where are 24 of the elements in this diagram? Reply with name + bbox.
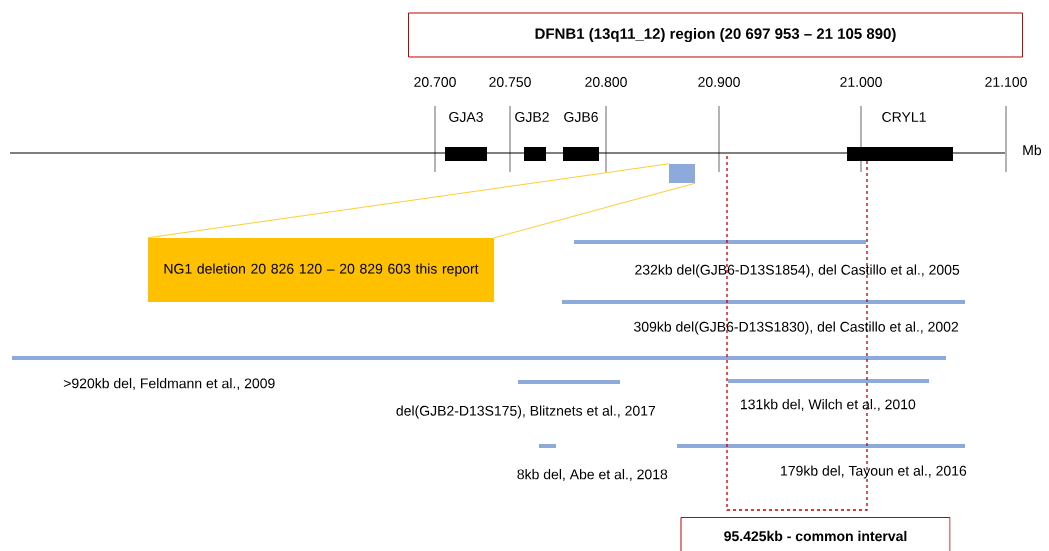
gene-label: GJB6 xyxy=(564,112,598,122)
leader-line xyxy=(493,182,696,239)
callout-box: NG1 deletion 20 826 120 – 20 829 603 this report xyxy=(148,238,494,302)
gene-label: GJA3 xyxy=(449,112,483,122)
leader-line xyxy=(147,163,670,239)
tick-label: 21.100 xyxy=(985,77,1027,87)
deletion-label: 8kb del, Abe et al., 2018 xyxy=(517,469,668,481)
deletion-label: >920kb del, Feldmann et al., 2009 xyxy=(63,378,275,390)
tick-label: 20.800 xyxy=(585,77,627,87)
deletion-label: 232kb del(GJB6-D13S1854), del Castillo et al., 2005 xyxy=(635,264,960,278)
deletion-label: del(GJB2-D13S175), Blitznets et al., 2017 xyxy=(396,405,656,419)
gene-label: GJB2 xyxy=(515,112,549,122)
tick-label: 20.700 xyxy=(414,77,456,87)
tick-label: 21.000 xyxy=(840,77,882,87)
title-box: DFNB1 (13q11_12) region (20 697 953 – 21 105 890) xyxy=(408,12,1023,58)
deletion-label: 131kb del, Wilch et al., 2010 xyxy=(741,399,916,411)
tick-label: 20.900 xyxy=(698,77,740,87)
interval-box: 95.425kb - common interval xyxy=(680,517,951,551)
deletion-label: 179kb del, Tayoun et al., 2016 xyxy=(781,465,967,479)
deletion-label: 309kb del(GJB6-D13S1830), del Castillo et al., 2002 xyxy=(634,321,959,335)
gene-label: CRYL1 xyxy=(882,112,926,122)
unit-label: Mb xyxy=(1023,144,1042,156)
tick-label: 20.750 xyxy=(489,77,531,87)
deletion-box xyxy=(669,164,695,183)
